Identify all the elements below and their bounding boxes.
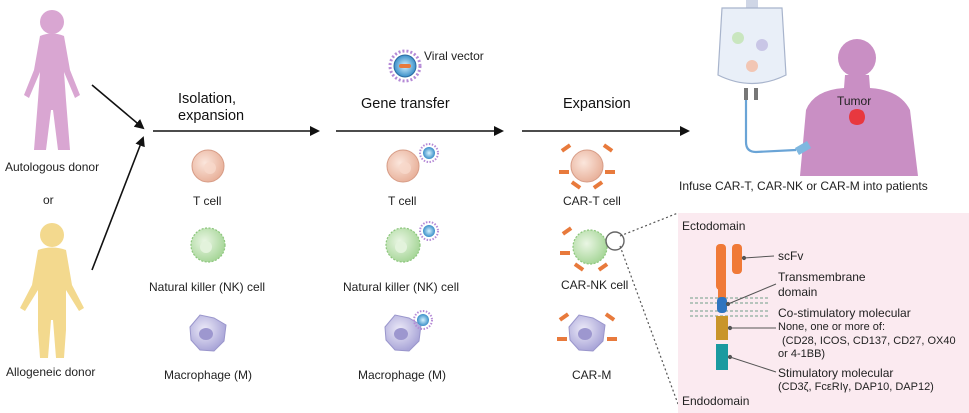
zoom-line-bottom <box>619 245 679 405</box>
col1-nk-cell-label: Natural killer (NK) cell <box>149 280 266 294</box>
costim-note: None, one or more of: <box>778 321 886 333</box>
ectodomain-label: Ectodomain <box>682 219 746 233</box>
viral-vector-icon <box>388 49 422 83</box>
col3-car-nk-label: CAR-NK cell <box>561 278 629 292</box>
transmembrane-label-1: Transmembrane <box>778 270 866 284</box>
or-label: or <box>43 193 54 207</box>
iv-bag-icon <box>717 0 797 154</box>
stim-title: Stimulatory molecular <box>778 366 894 380</box>
step-expansion: Expansion <box>563 96 631 112</box>
col1-t-cell-label: T cell <box>193 194 222 208</box>
car-t-cell-icon <box>559 143 615 190</box>
panel-pointers <box>725 255 777 373</box>
arrow-allogeneic <box>91 136 145 271</box>
step-gene-transfer: Gene transfer <box>361 96 450 112</box>
car-m-icon <box>557 312 617 352</box>
autologous-donor-label: Autologous donor <box>5 160 100 174</box>
allogeneic-donor-label: Allogeneic donor <box>6 365 96 379</box>
tumor-label: Tumor <box>837 94 872 108</box>
infuse-label: Infuse CAR-T, CAR-NK or CAR-M into patie… <box>679 179 928 193</box>
zoom-circle <box>605 231 625 251</box>
step-isolation-line1: Isolation, <box>178 91 237 107</box>
transmembrane-label-2: domain <box>778 285 818 299</box>
stim-domain <box>716 344 728 370</box>
allogeneic-donor-figure <box>20 223 84 358</box>
t-cell-icon <box>191 149 225 183</box>
col3-car-t-label: CAR-T cell <box>563 194 621 208</box>
col2-nk-cell-label: Natural killer (NK) cell <box>343 280 460 294</box>
costim-title: Co-stimulatory molecular <box>778 306 911 320</box>
scfv-domain <box>716 244 742 298</box>
macrophage-icon <box>189 314 227 352</box>
costim-list-1: (CD28, ICOS, CD137, CD27, OX40 <box>782 335 956 347</box>
arrow-autologous <box>91 84 145 130</box>
nk-cell-icon <box>190 227 226 263</box>
costim-list-2: or 4-1BB) <box>778 348 826 360</box>
stim-list: (CD3ζ, FcεRIγ, DAP10, DAP12) <box>778 381 934 393</box>
transmembrane-domain <box>717 297 727 313</box>
autologous-donor-figure <box>24 10 80 150</box>
macrophage-transduced-icon <box>384 310 433 352</box>
patient-figure <box>800 39 918 176</box>
endodomain-label: Endodomain <box>682 394 750 408</box>
col3-car-m-label: CAR-M <box>572 368 612 382</box>
col1-macrophage-label: Macrophage (M) <box>164 368 253 382</box>
costim-domain <box>716 316 728 340</box>
car-nk-cell-icon <box>560 226 625 272</box>
zoom-line-top <box>619 212 679 237</box>
scfv-label: scFv <box>778 249 804 263</box>
t-cell-transduced-icon <box>386 143 439 183</box>
tumor-icon <box>849 109 865 125</box>
step-isolation-line2: expansion <box>178 108 245 124</box>
col2-macrophage-label: Macrophage (M) <box>358 368 447 382</box>
nk-cell-transduced-icon <box>385 221 439 263</box>
viral-vector-label: Viral vector <box>424 49 484 63</box>
catheter-icon <box>794 141 812 155</box>
col2-t-cell-label: T cell <box>388 194 417 208</box>
car-structure-panel <box>678 213 969 413</box>
